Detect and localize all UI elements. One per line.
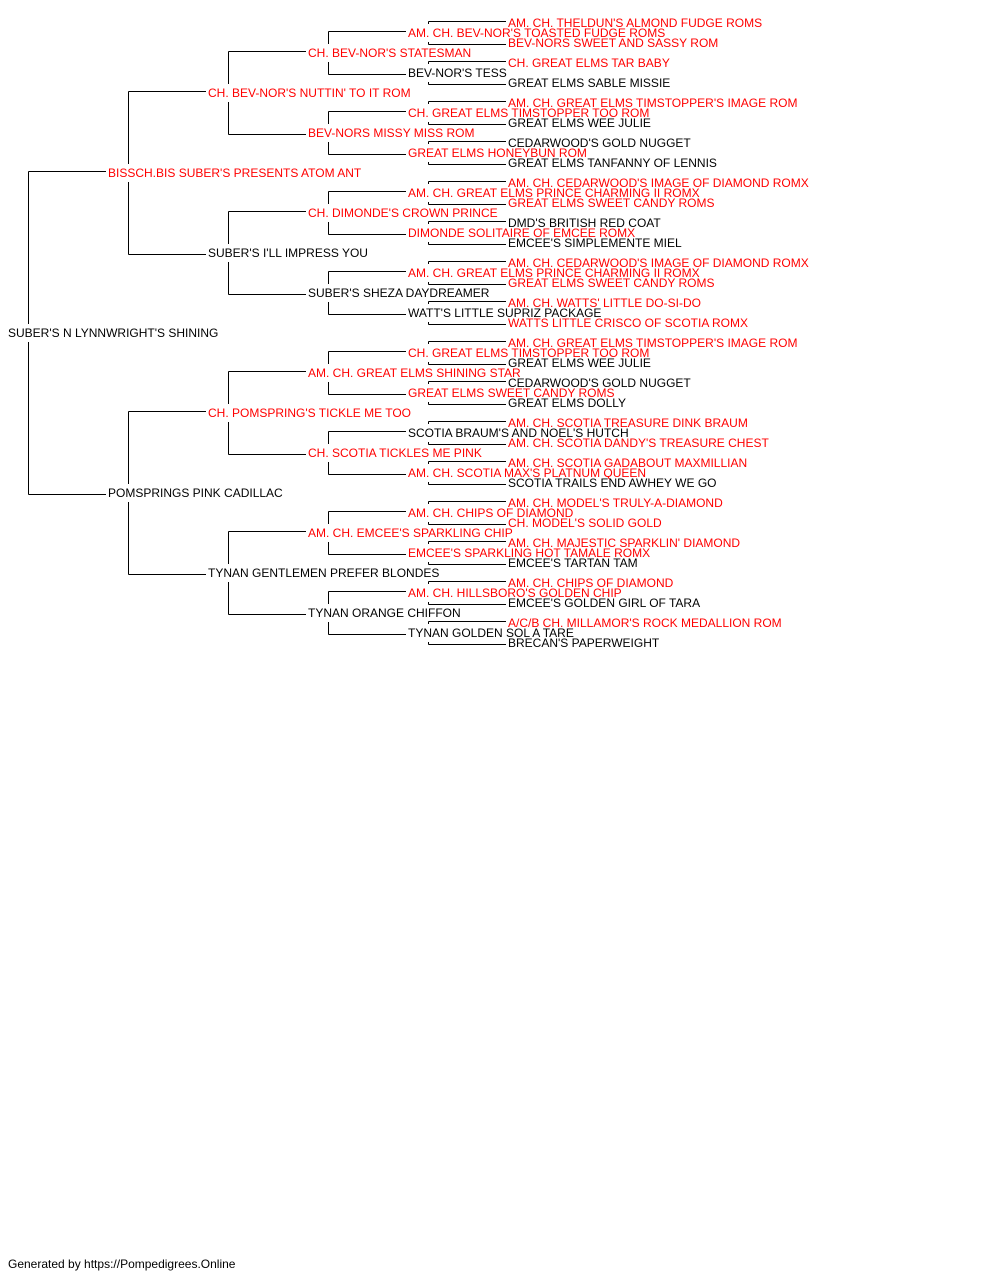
pedigree-entry-gen5-4: GREAT ELMS SABLE MISSIE <box>508 76 671 90</box>
pedigree-entry-gen5-5: AM. CH. GREAT ELMS TIMSTOPPER'S IMAGE RO… <box>508 96 798 110</box>
pedigree-entry-gen5-32: BRECAN'S PAPERWEIGHT <box>508 636 660 650</box>
pedigree-entry-gen5-21: AM. CH. SCOTIA TREASURE DINK BRAUM <box>508 416 748 430</box>
pedigree-entry-gen4-2: BEV-NOR'S TESS <box>408 66 507 80</box>
pedigree-entry-gen5-15: AM. CH. WATTS' LITTLE DO-SI-DO <box>508 296 701 310</box>
pedigree-entry-gen3-1: CH. BEV-NOR'S STATESMAN <box>308 46 472 60</box>
pedigree-entry-gen5-6: GREAT ELMS WEE JULIE <box>508 116 651 130</box>
pedigree-entry-gen3-6: CH. SCOTIA TICKLES ME PINK <box>308 446 482 460</box>
pedigree-entry-gen5-13: AM. CH. CEDARWOOD'S IMAGE OF DIAMOND ROM… <box>508 256 809 270</box>
pedigree-entry-gen2-4: TYNAN GENTLEMEN PREFER BLONDES <box>208 566 440 580</box>
pedigree-entry-gen5-28: EMCEE'S TARTAN TAM <box>508 556 638 570</box>
pedigree-entry-gen5-12: EMCEE'S SIMPLEMENTE MIEL <box>508 236 682 250</box>
pedigree-entry-gen5-10: GREAT ELMS SWEET CANDY ROMS <box>508 196 715 210</box>
pedigree-entry-gen3-3: CH. DIMONDE'S CROWN PRINCE <box>308 206 498 220</box>
pedigree-entry-gen1-2: POMSPRINGS PINK CADILLAC <box>108 486 283 500</box>
pedigree-entry-gen5-11: DMD'S BRITISH RED COAT <box>508 216 661 230</box>
pedigree-entry-gen5-18: GREAT ELMS WEE JULIE <box>508 356 651 370</box>
pedigree-entry-gen5-1: AM. CH. THELDUN'S ALMOND FUDGE ROMS <box>508 16 763 30</box>
pedigree-entry-gen5-23: AM. CH. SCOTIA GADABOUT MAXMILLIAN <box>508 456 748 470</box>
pedigree-entry-gen4-6: DIMONDE SOLITAIRE OF EMCEE ROMX <box>408 226 636 240</box>
pedigree-entry-gen5-29: AM. CH. CHIPS OF DIAMOND <box>508 576 674 590</box>
pedigree-entry-gen2-2: SUBER'S I'LL IMPRESS YOU <box>208 246 368 260</box>
pedigree-entry-gen3-8: TYNAN ORANGE CHIFFON <box>308 606 461 620</box>
pedigree-entry-gen5-24: SCOTIA TRAILS END AWHEY WE GO <box>508 476 717 490</box>
pedigree-entry-gen3-7: AM. CH. EMCEE'S SPARKLING CHIP <box>308 526 513 540</box>
pedigree-entry-gen5-20: GREAT ELMS DOLLY <box>508 396 627 410</box>
pedigree-entry-gen4-16: TYNAN GOLDEN SOL A TARE <box>408 626 574 640</box>
pedigree-entry-gen4-15: AM. CH. HILLSBORO'S GOLDEN CHIP <box>408 586 622 600</box>
pedigree-entry-gen4-13: AM. CH. CHIPS OF DIAMOND <box>408 506 574 520</box>
pedigree-entry-gen4-8: WATT'S LITTLE SUPRIZ PACKAGE <box>408 306 602 320</box>
pedigree-entry-gen2-1: CH. BEV-NOR'S NUTTIN' TO IT ROM <box>208 86 411 100</box>
pedigree-entry-gen4-12: AM. CH. SCOTIA MAX'S PLATNUM QUEEN <box>408 466 647 480</box>
pedigree-entry-gen4-11: SCOTIA BRAUM'S AND NOEL'S HUTCH <box>408 426 629 440</box>
pedigree-entry-gen4-1: AM. CH. BEV-NOR'S TOASTED FUDGE ROMS <box>408 26 666 40</box>
pedigree-entry-gen1-1: BISSCH.BIS SUBER'S PRESENTS ATOM ANT <box>108 166 362 180</box>
pedigree-entry-gen4-10: GREAT ELMS SWEET CANDY ROMS <box>408 386 615 400</box>
pedigree-entry-gen5-22: AM. CH. SCOTIA DANDY'S TREASURE CHEST <box>508 436 769 450</box>
pedigree-entry-gen4-4: GREAT ELMS HONEYBUN ROM <box>408 146 587 160</box>
pedigree-entry-gen5-19: CEDARWOOD'S GOLD NUGGET <box>508 376 691 390</box>
pedigree-entry-gen4-7: AM. CH. GREAT ELMS PRINCE CHARMING II RO… <box>408 266 700 280</box>
pedigree-entry-gen5-14: GREAT ELMS SWEET CANDY ROMS <box>508 276 715 290</box>
pedigree-entry-gen4-14: EMCEE'S SPARKLING HOT TAMALE ROMX <box>408 546 651 560</box>
pedigree-entry-gen5-2: BEV-NORS SWEET AND SASSY ROM <box>508 36 719 50</box>
pedigree-entry-gen2-3: CH. POMSPRING'S TICKLE ME TOO <box>208 406 411 420</box>
pedigree-entry-gen4-5: AM. CH. GREAT ELMS PRINCE CHARMING II RO… <box>408 186 700 200</box>
pedigree-entry-gen0-1: SUBER'S N LYNNWRIGHT'S SHINING <box>8 326 219 340</box>
pedigree-entry-gen5-8: GREAT ELMS TANFANNY OF LENNIS <box>508 156 717 170</box>
pedigree-entry-gen3-2: BEV-NORS MISSY MISS ROM <box>308 126 475 140</box>
pedigree-entry-gen5-30: EMCEE'S GOLDEN GIRL OF TARA <box>508 596 701 610</box>
pedigree-entry-gen5-31: A/C/B CH. MILLAMOR'S ROCK MEDALLION ROM <box>508 616 782 630</box>
pedigree-entry-gen5-17: AM. CH. GREAT ELMS TIMSTOPPER'S IMAGE RO… <box>508 336 798 350</box>
pedigree-entry-gen4-3: CH. GREAT ELMS TIMSTOPPER TOO ROM <box>408 106 650 120</box>
pedigree-entry-gen5-27: AM. CH. MAJESTIC SPARKLIN' DIAMOND <box>508 536 741 550</box>
pedigree-entry-gen5-16: WATTS LITTLE CRISCO OF SCOTIA ROMX <box>508 316 749 330</box>
pedigree-entry-gen5-3: CH. GREAT ELMS TAR BABY <box>508 56 670 70</box>
pedigree-entry-gen5-25: AM. CH. MODEL'S TRULY-A-DIAMOND <box>508 496 723 510</box>
pedigree-entry-gen5-7: CEDARWOOD'S GOLD NUGGET <box>508 136 691 150</box>
pedigree-entry-gen5-26: CH. MODEL'S SOLID GOLD <box>508 516 662 530</box>
pedigree-entry-gen5-9: AM. CH. CEDARWOOD'S IMAGE OF DIAMOND ROM… <box>508 176 809 190</box>
pedigree-entry-gen3-4: SUBER'S SHEZA DAYDREAMER <box>308 286 490 300</box>
pedigree-entry-gen3-5: AM. CH. GREAT ELMS SHINING STAR <box>308 366 521 380</box>
pedigree-entry-gen4-9: CH. GREAT ELMS TIMSTOPPER TOO ROM <box>408 346 650 360</box>
generated-by-footer: Generated by https://Pompedigrees.Online <box>8 1257 236 1271</box>
